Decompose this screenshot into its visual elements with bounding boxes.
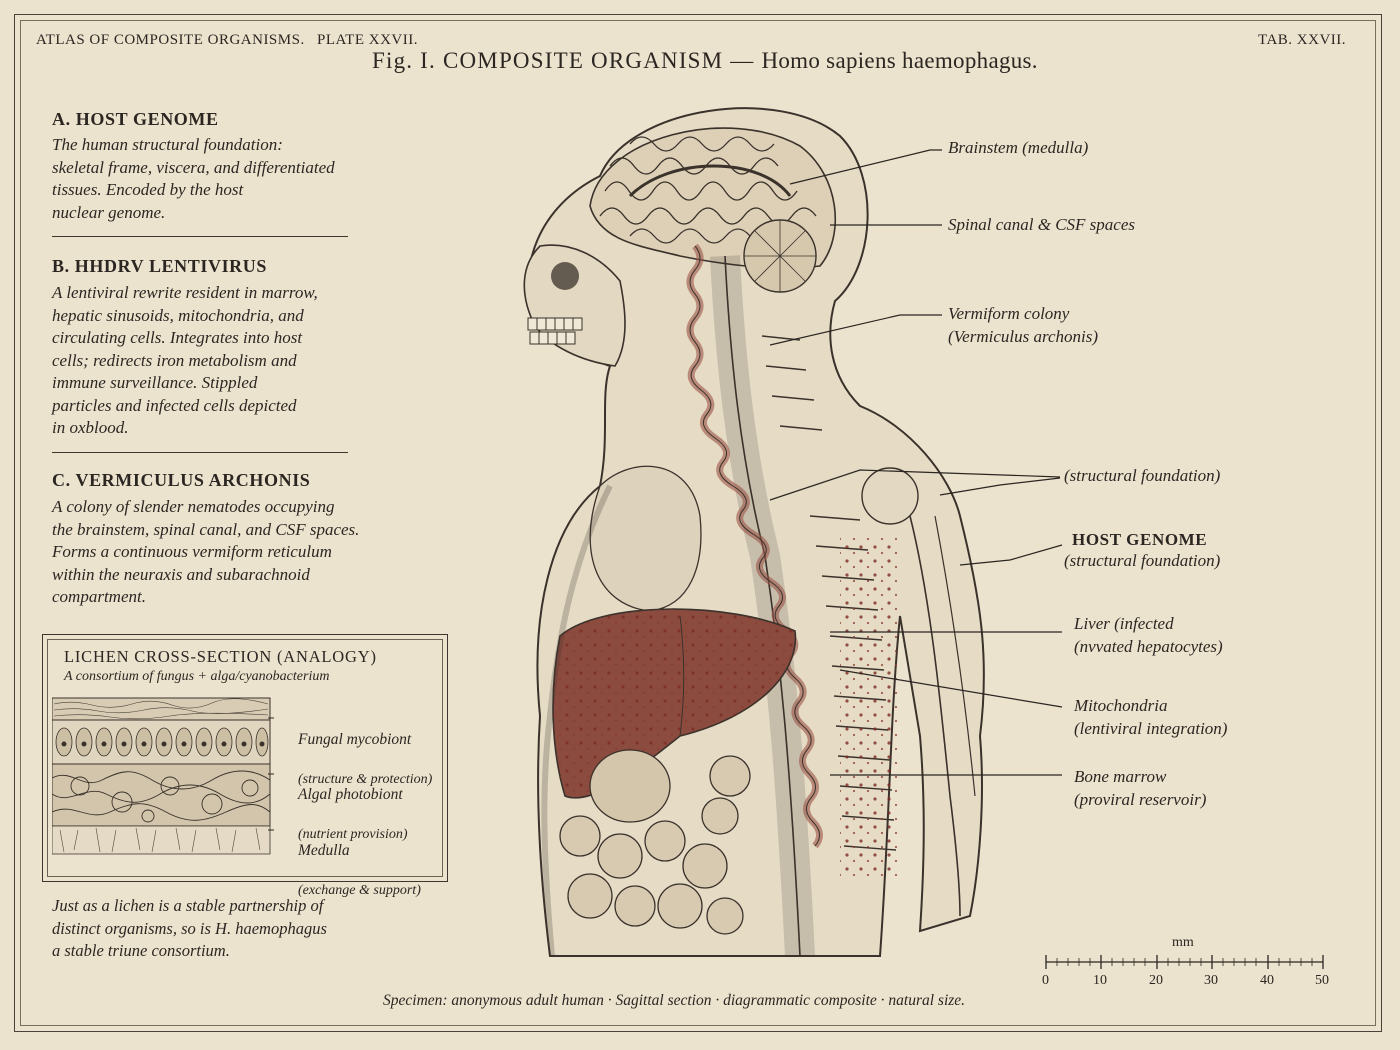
callout-bone-marrow: Bone marrow (proviral reservoir) [1074,767,1207,809]
callout-host-genome: HOST GENOME (structural foundation) [1064,530,1221,570]
section-b-heading: B. HHDRV LENTIVIRUS [52,256,267,276]
atlas-header: ATLAS OF COMPOSITE ORGANISMS. [36,32,305,48]
lichen-label-algal: Algal photobiont (nutrient provision) [298,786,408,842]
callout-vermiform-colony: Vermiform colony (Vermiculus archonis) [948,304,1098,346]
lichen-cross-section-illustration [52,697,274,855]
scale-tick-label: 50 [1315,973,1329,988]
closing-analogy: Just as a lichen is a stable partnership… [52,896,327,960]
specimen-caption: Specimen: anonymous adult human · Sagitt… [383,992,966,1009]
scale-tick-label: 20 [1149,973,1163,988]
lichen-subtitle: A consortium of fungus + alga/cyanobacte… [64,669,330,684]
composite-organism-illustration [523,107,985,957]
figure-title-main: Fig. I. COMPOSITE ORGANISM — [372,48,755,73]
inner-frame [20,20,1376,1026]
callout-liver: Liver (infected (nvvated hepatocytes) [1074,614,1223,656]
scale-unit: mm [1172,935,1194,950]
callout-mitochondria: Mitochondria (lentiviral integration) [1074,696,1228,738]
section-a-body: The human structural foundation: skeleta… [52,135,335,222]
section-divider [52,236,348,237]
callout-spinal-canal: Spinal canal & CSF spaces [948,215,1135,234]
scale-tick-label: 30 [1204,973,1218,988]
lichen-label-medulla: Medulla (exchange & support) [298,842,421,898]
scale-tick-label: 0 [1042,973,1049,988]
lichen-inset [42,634,448,882]
tab-number: TAB. XXVII. [1258,32,1347,48]
section-a-heading: A. HOST GENOME [52,109,219,129]
plate-number: PLATE XXVII. [317,32,418,48]
figure-title-species: Homo sapiens haemophagus. [761,48,1038,73]
figure-title: Fig. I. COMPOSITE ORGANISM — Homo sapien… [372,48,1038,74]
lichen-label-fungal: Fungal mycobiont (structure & protection… [298,731,433,787]
scale-tick-label: 40 [1260,973,1274,988]
section-c-body: A colony of slender nematodes occupying … [52,497,360,606]
section-b-body: A lentiviral rewrite resident in marrow,… [52,283,318,437]
lichen-title: LICHEN CROSS-SECTION (ANALOGY) [64,647,377,666]
callout-structural-foundation: (structural foundation) [1064,466,1221,485]
section-c-heading: C. VERMICULUS ARCHONIS [52,470,311,490]
outer-frame [14,14,1382,1032]
callout-brainstem: Brainstem (medulla) [948,138,1089,157]
section-divider [52,452,348,453]
scale-bar [1045,955,1324,969]
scale-tick-label: 10 [1093,973,1107,988]
